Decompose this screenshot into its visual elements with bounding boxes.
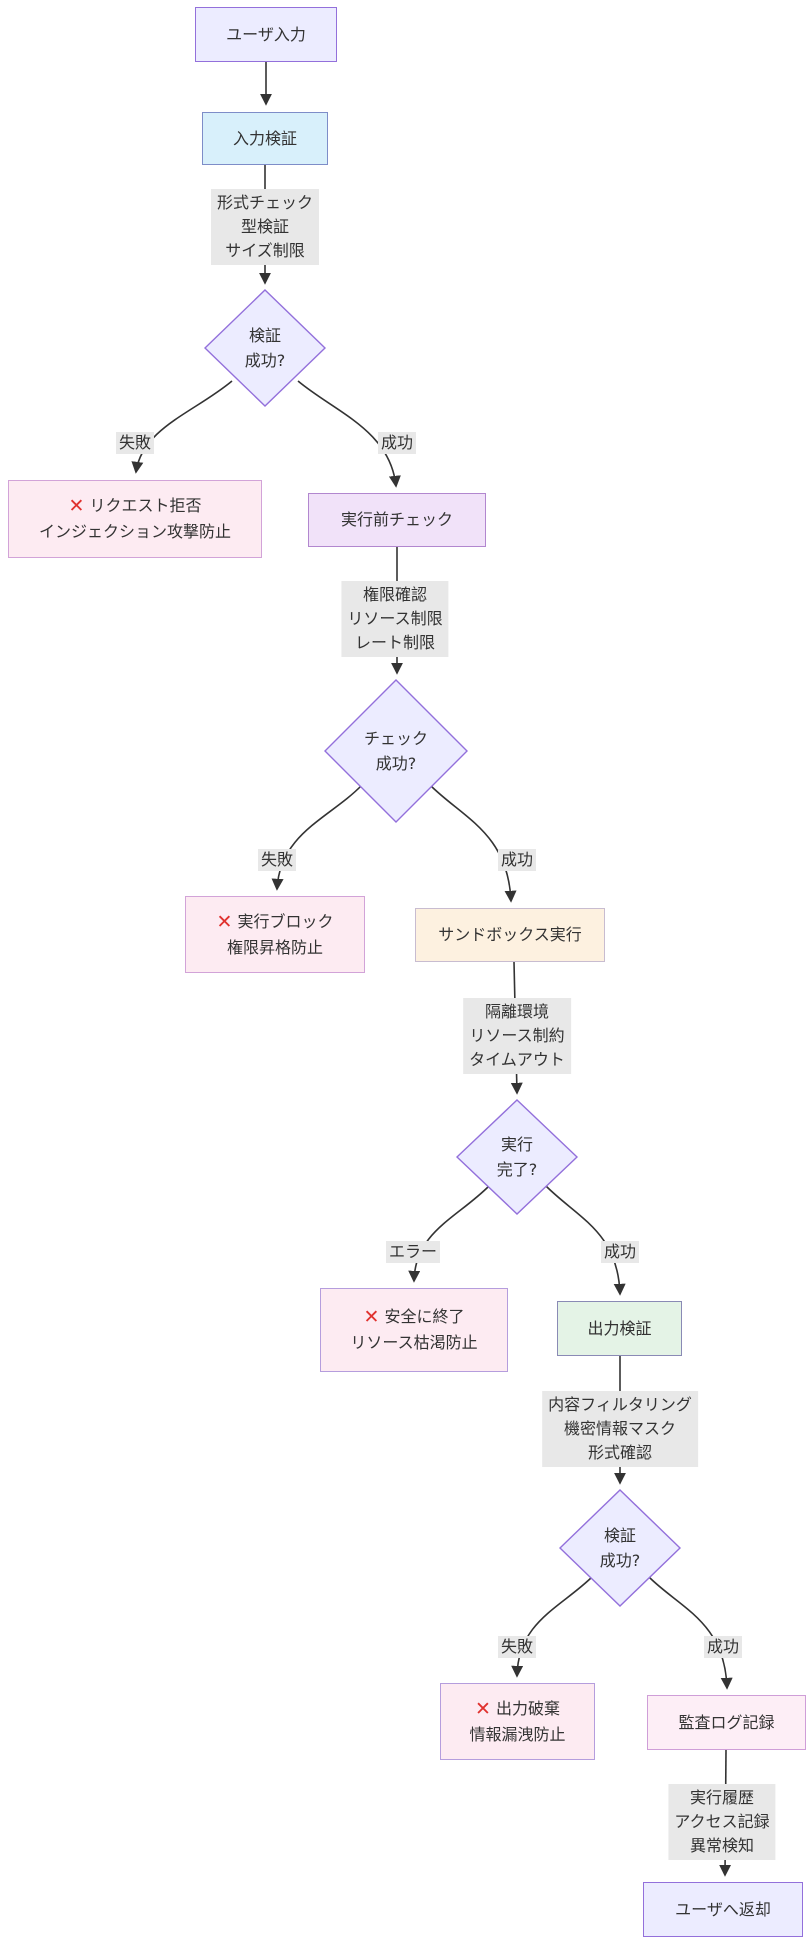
edge-validationok-ok	[297, 380, 401, 488]
decision-check-ok-label: チェック 成功?	[363, 729, 429, 773]
node-audit-log-label: 監査ログ記録	[678, 1712, 775, 1732]
edge-execdone-ok	[545, 1185, 626, 1296]
node-sandbox-exec-label: サンドボックス実行	[438, 925, 582, 944]
cross-icon: ✕	[475, 1697, 491, 1720]
node-output-discard: ✕ 出力破棄 情報漏洩防止	[440, 1683, 595, 1760]
edge-checkok-fail	[271, 784, 363, 891]
decision-exec-done-label: 実行 完了?	[496, 1135, 538, 1179]
branch-label-ok-2: 成功	[497, 849, 537, 871]
branch-label-error-3: エラー	[385, 1241, 441, 1263]
cross-icon: ✕	[363, 1306, 380, 1328]
node-exec-block-line1: 実行ブロック	[237, 911, 334, 931]
branch-label-fail-2: 失敗	[257, 849, 297, 871]
node-output-validation-label: 出力検証	[587, 1318, 652, 1338]
branch-label-ok-4: 成功	[703, 1636, 743, 1658]
decision-validation-ok	[203, 289, 327, 407]
node-user-input-label: ユーザ入力	[226, 24, 306, 44]
edge-label-preexec-checks: 権限確認 リソース制限 レート制限	[341, 581, 449, 657]
node-output-validation: 出力検証	[557, 1301, 682, 1356]
node-sandbox-exec: サンドボックス実行	[415, 908, 605, 962]
decision-exec-done	[455, 1099, 579, 1215]
node-input-validation: 入力検証	[202, 112, 328, 165]
node-exec-block: ✕ 実行ブロック 権限昇格防止	[185, 896, 365, 973]
branch-label-ok-3: 成功	[600, 1241, 640, 1263]
edge-label-output-checks: 内容フィルタリング 機密情報マスク 形式確認	[542, 1391, 698, 1467]
node-safe-end-line1: 安全に終了	[384, 1307, 465, 1326]
node-safe-end: ✕ 安全に終了 リソース枯渇防止	[320, 1288, 508, 1372]
node-request-reject-line2: インジェクション攻撃防止	[38, 522, 231, 541]
branch-label-fail-4: 失敗	[497, 1636, 537, 1658]
edge-label-input-checks: 形式チェック 型検証 サイズ制限	[210, 189, 320, 265]
decision-output-ok	[558, 1489, 682, 1607]
node-output-discard-line2: 情報漏洩防止	[469, 1724, 566, 1744]
node-request-reject: ✕ リクエスト拒否 インジェクション攻撃防止	[8, 480, 262, 558]
cross-icon: ✕	[216, 910, 233, 933]
decision-output-ok-label: 検証 成功?	[599, 1526, 641, 1570]
decision-validation-ok-label: 検証 成功?	[244, 326, 286, 370]
node-exec-block-line2: 権限昇格防止	[226, 937, 323, 957]
branch-label-ok-1: 成功	[377, 432, 417, 454]
edge-validationok-fail	[131, 380, 233, 474]
branch-label-fail-1: 失敗	[115, 432, 155, 454]
node-user-input: ユーザ入力	[195, 7, 337, 62]
node-safe-end-line2: リソース枯渇防止	[350, 1333, 478, 1352]
edge-outputok-ok	[648, 1576, 733, 1690]
node-audit-log: 監査ログ記録	[647, 1695, 806, 1750]
node-return-user-label: ユーザへ返却	[675, 1899, 771, 1919]
edge-outputok-fail	[511, 1576, 593, 1678]
cross-icon: ✕	[68, 495, 85, 517]
edge-label-sandbox-constraints: 隔離環境 リソース制約 タイムアウト	[463, 998, 571, 1074]
edge-label-audit-items: 実行履歴 アクセス記録 異常検知	[668, 1784, 776, 1860]
edge-execdone-error	[408, 1185, 490, 1283]
node-return-user: ユーザへ返却	[643, 1882, 803, 1937]
decision-check-ok	[324, 679, 468, 823]
node-pre-exec-check: 実行前チェック	[308, 493, 486, 547]
node-input-validation-label: 入力検証	[232, 128, 297, 148]
edge-checkok-ok	[429, 784, 517, 903]
node-pre-exec-check-label: 実行前チェック	[340, 510, 453, 529]
node-output-discard-line1: 出力破棄	[495, 1698, 560, 1718]
node-request-reject-line1: リクエスト拒否	[89, 496, 202, 515]
